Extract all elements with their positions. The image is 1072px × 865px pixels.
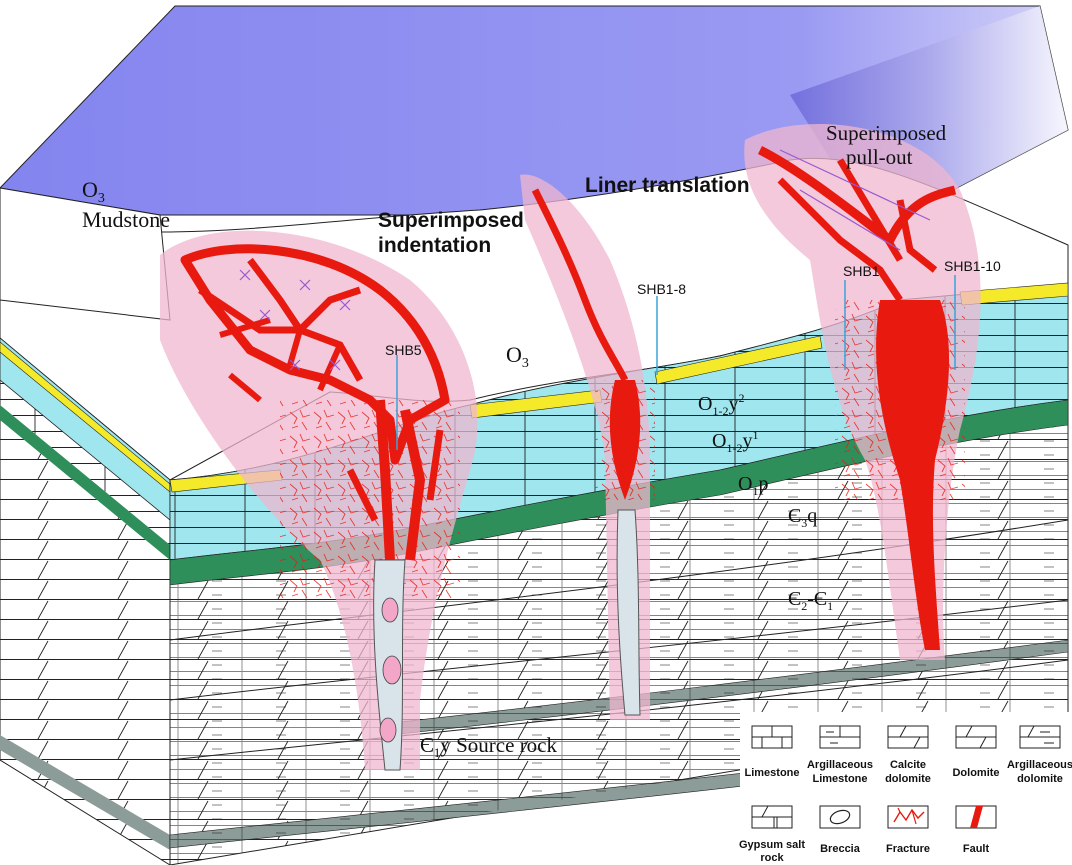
legend-label-argillaceous-limestone-2: Limestone xyxy=(812,773,867,785)
label-o3-mudstone: O3 xyxy=(82,177,105,206)
legend-label-argillaceous-dolomite-2: dolomite xyxy=(1017,773,1063,785)
label-e1y-source-rock: Є1y Source rock xyxy=(420,733,558,760)
legend-symbol-gypsum-salt-rock xyxy=(751,805,793,829)
label-e3q: Є3q xyxy=(788,505,817,530)
fault-zone-shb1-8 xyxy=(520,174,655,720)
label-superimposed-pullout-1: Superimposed xyxy=(826,121,947,145)
legend: Limestone Argillaceous Limestone Calcite… xyxy=(739,712,1072,864)
legend-label-argillaceous-dolomite-1: Argillaceous xyxy=(1007,759,1072,771)
legend-label-calcite-dolomite-2: dolomite xyxy=(885,773,931,785)
label-superimposed-pullout-2: pull-out xyxy=(846,145,913,169)
left-face-strata xyxy=(0,337,171,865)
well-label-shb5: SHB5 xyxy=(385,342,422,358)
well-lines xyxy=(396,275,956,450)
fault-zone-shb5 xyxy=(160,230,478,771)
legend-symbol-breccia xyxy=(819,805,861,829)
well-label-shb1: SHB1 xyxy=(843,263,880,279)
well-label-shb1-10: SHB1-10 xyxy=(944,258,1001,274)
label-o1p: O1p xyxy=(738,473,768,498)
fault-zone-shb1 xyxy=(744,124,981,661)
legend-label-argillaceous-limestone-1: Argillaceous xyxy=(807,759,873,771)
legend-label-dolomite: Dolomite xyxy=(952,767,999,779)
legend-label-fracture: Fracture xyxy=(886,843,930,855)
legend-symbol-fracture xyxy=(887,805,929,829)
label-superimposed-indentation-2: indentation xyxy=(378,234,491,257)
label-o12y1: O1-2y1 xyxy=(712,428,758,455)
label-o3-center: O3 xyxy=(506,342,529,371)
legend-label-breccia: Breccia xyxy=(820,843,861,855)
legend-symbol-limestone xyxy=(751,725,793,749)
legend-label-gypsum-salt-rock-1: Gypsum salt xyxy=(739,839,805,851)
label-e2e1: Є2-Є1 xyxy=(788,588,833,613)
legend-symbol-argillaceous-dolomite xyxy=(1019,725,1061,749)
legend-symbol-fault xyxy=(955,805,997,829)
label-liner-translation: Liner translation xyxy=(585,174,750,197)
label-mudstone: Mudstone xyxy=(82,207,170,232)
legend-label-limestone: Limestone xyxy=(744,767,799,779)
legend-symbol-argillaceous-limestone xyxy=(819,725,861,749)
legend-label-fault: Fault xyxy=(963,843,990,855)
legend-label-calcite-dolomite-1: Calcite xyxy=(890,759,926,771)
label-o12y2: O1-2y2 xyxy=(698,391,744,418)
well-label-shb1-8: SHB1-8 xyxy=(637,281,686,297)
legend-label-gypsum-salt-rock-2: rock xyxy=(760,852,784,864)
legend-symbol-calcite-dolomite xyxy=(887,725,929,749)
legend-symbol-dolomite xyxy=(955,725,997,749)
label-superimposed-indentation-1: Superimposed xyxy=(378,209,524,232)
